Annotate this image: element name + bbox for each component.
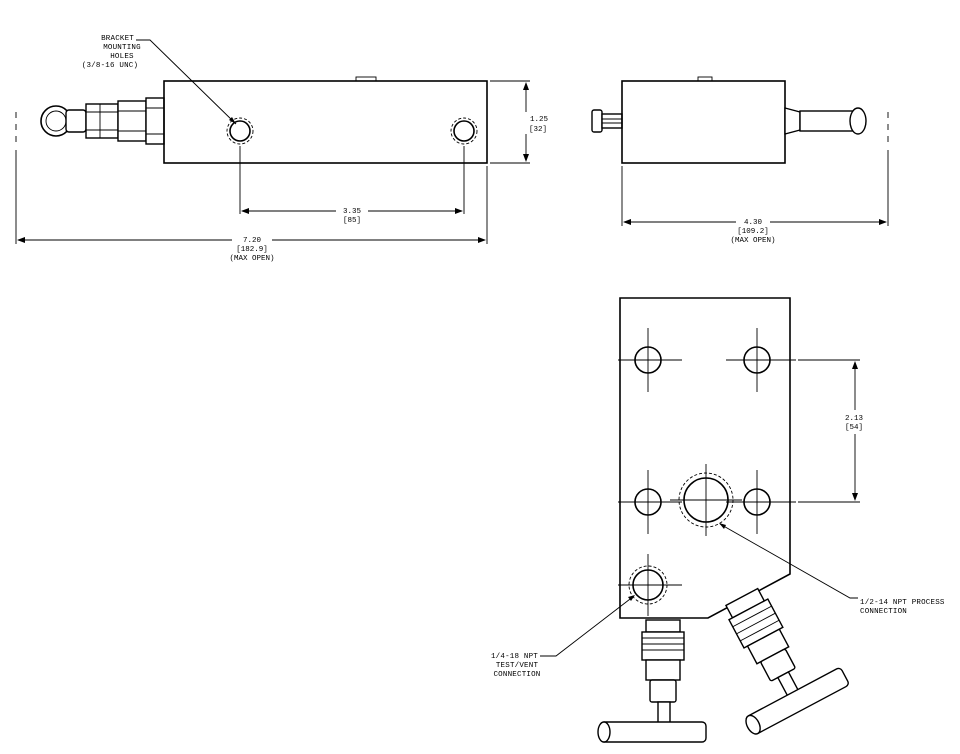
bolt-hole-tr: [726, 328, 796, 392]
test-vent-label-3: CONNECTION: [493, 671, 540, 679]
test-vent-leader: [540, 595, 635, 657]
process-label-1: 1/2-14 NPT PROCESS: [860, 599, 945, 607]
process-label-2: CONNECTION: [860, 608, 907, 616]
handle-end-inner: [45, 110, 67, 132]
bracket-hole-right: [453, 120, 475, 142]
side-plug: [601, 113, 623, 129]
valve-bonnet: [85, 103, 119, 139]
dim-side-note: (MAX OPEN): [730, 237, 775, 245]
bolt-hole-br: [726, 470, 796, 534]
isolation-valve: [724, 587, 849, 735]
front-view: BRACKET MOUNTING HOLES (3/8-16 UNC) 1.25…: [15, 35, 549, 263]
hex-nut: [117, 100, 147, 142]
dim-side-mm: [109.2]: [737, 228, 769, 236]
bottom-view: 2.13 [54] 1/2-14 NPT PROCESS CONNECTION …: [491, 297, 945, 743]
side-plug-cap: [591, 109, 603, 133]
bracket-label-1: BRACKET: [101, 35, 134, 43]
packing-nut: [145, 97, 165, 145]
bracket-label-2: MOUNTING: [103, 44, 141, 52]
bracket-hole-left: [229, 120, 251, 142]
bolt-hole-tl: [618, 328, 682, 392]
dim-height-mm: [32]: [529, 126, 547, 134]
handle-stem: [65, 109, 87, 133]
dim-bolt-mm: [54]: [845, 424, 863, 432]
side-handle-bar: [799, 110, 856, 132]
dim-side-inch: 4.30: [744, 219, 763, 227]
process-port: [670, 464, 742, 536]
bolt-hole-bl: [618, 470, 682, 534]
dim-length-inch: 7.20: [243, 237, 262, 245]
bracket-leader: [136, 39, 237, 125]
side-handle-end: [849, 107, 867, 135]
vent-valve: [597, 619, 707, 743]
dim-spacing-inch: 3.35: [343, 208, 362, 216]
process-leader: [719, 523, 858, 599]
dim-spacing-mm: [85]: [343, 217, 361, 225]
dim-height-inch: 1.25: [530, 116, 549, 124]
dim-bolt-inch: 2.13: [845, 415, 864, 423]
side-view: 4.30 [109.2] (MAX OPEN): [591, 76, 889, 245]
test-vent-port: [618, 554, 682, 616]
bracket-label-4: (3/8-16 UNC): [82, 62, 138, 70]
dim-length-mm: [182.9]: [236, 246, 268, 254]
dim-length-note: (MAX OPEN): [229, 255, 274, 263]
test-vent-label-1: 1/4-18 NPT: [491, 653, 538, 661]
top-plug: [355, 76, 377, 82]
bracket-label-3: HOLES: [110, 53, 134, 61]
manifold-body-side: [621, 80, 786, 164]
manifold-body-front: [163, 80, 488, 164]
side-handle-nut: [784, 107, 801, 135]
test-vent-label-2: TEST/VENT: [496, 662, 539, 670]
